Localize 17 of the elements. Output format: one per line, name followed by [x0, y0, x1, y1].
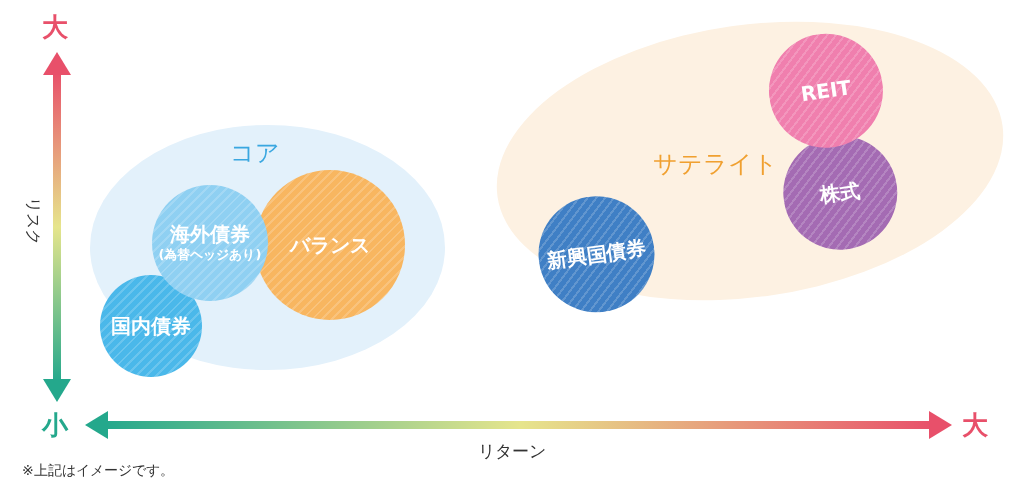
bubble: [152, 185, 268, 301]
axis-title: リターン: [478, 440, 546, 463]
bubble-label: 新興国債券: [545, 235, 648, 274]
axis-title: リスク: [22, 196, 43, 245]
bubble: [100, 275, 202, 377]
bubble-label: バランス: [290, 233, 370, 257]
axis-end-label: 大: [962, 409, 988, 442]
axis-end-label: 大: [42, 11, 68, 44]
bubble-note: (為替ヘッジあり): [158, 246, 262, 264]
caption: ※上記はイメージです。: [22, 462, 174, 480]
axis-end-label: 小: [42, 409, 68, 442]
group-title: コア: [230, 138, 280, 169]
bubble-label: 国内債券: [111, 314, 191, 338]
bubble-label: 株式: [818, 178, 862, 208]
bubble-label: REIT: [799, 75, 853, 107]
bubble-label: 海外債券: [170, 222, 250, 246]
group-title: サテライト: [653, 148, 779, 180]
